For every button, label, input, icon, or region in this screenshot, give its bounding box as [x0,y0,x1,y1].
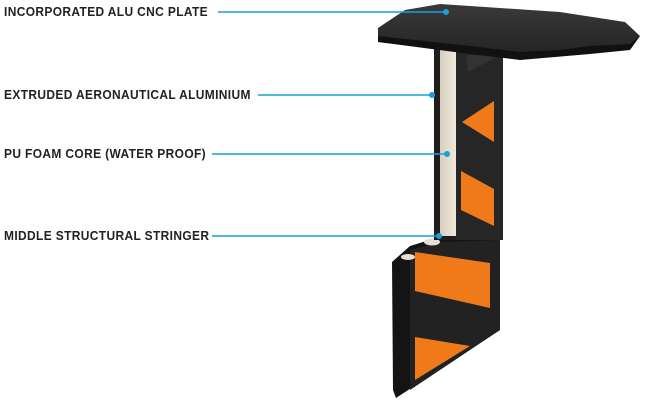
orange-marking [462,101,494,142]
orange-marking [415,337,470,380]
leader-dot [429,92,435,98]
stringer-hole [401,254,415,260]
plate-gusset [466,55,500,72]
label-alu-cnc-plate: INCORPORATED ALU CNC PLATE [4,4,209,19]
leader-dot [443,9,449,15]
orange-marking [461,171,494,226]
leader-dot [444,151,450,157]
leader-dot [436,233,442,239]
label-structural-stringer: MIDDLE STRUCTURAL STRINGER [4,228,210,243]
orange-marking [415,252,490,308]
foam-core [440,46,456,236]
label-pu-foam-core: PU FOAM CORE (WATER PROOF) [4,146,207,161]
label-extruded-aluminium: EXTRUDED AERONAUTICAL ALUMINIUM [4,87,251,102]
cnc-plate-edge [378,36,640,60]
stringer-hole [424,238,440,246]
